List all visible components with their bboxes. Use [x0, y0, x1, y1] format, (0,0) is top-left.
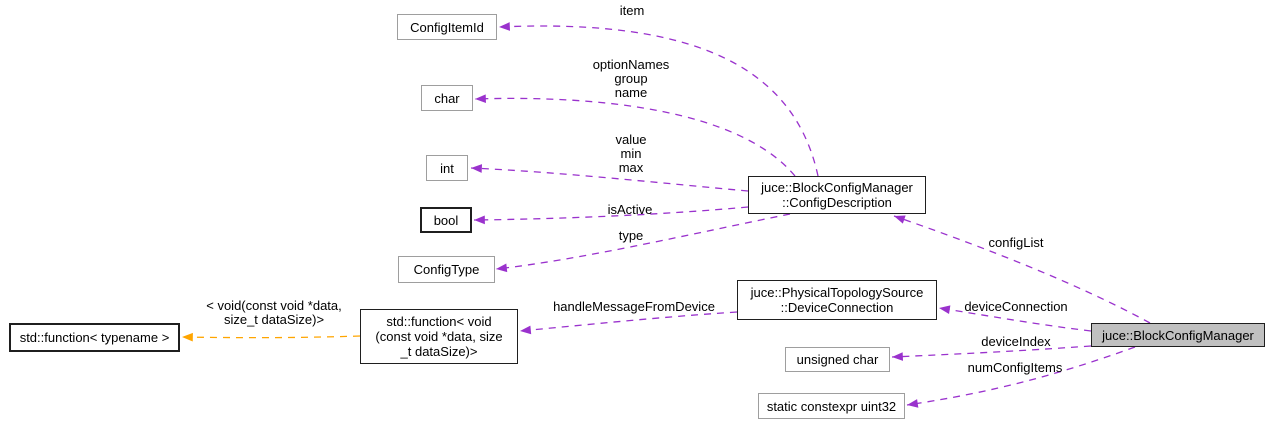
edge-label-isactive: isActive	[607, 202, 653, 217]
edge-value-min-max	[470, 164, 749, 192]
node-configdescription[interactable]: juce::BlockConfigManager ::ConfigDescrip…	[748, 176, 926, 214]
node-blockconfigmanager[interactable]: juce::BlockConfigManager	[1091, 323, 1265, 347]
node-char: char	[421, 85, 473, 111]
edge-label-deviceconnection: deviceConnection	[964, 299, 1068, 314]
node-std-function-typename[interactable]: std::function< typename >	[9, 323, 180, 352]
edge-label-configlist: configList	[988, 235, 1044, 250]
node-std-function-void[interactable]: std::function< void (const void *data, s…	[360, 309, 518, 364]
edge-label-item: item	[619, 3, 645, 18]
node-int: int	[426, 155, 468, 181]
edge-label-type: type	[618, 228, 644, 243]
edge-deviceconnection	[938, 305, 1092, 332]
edge-template-instantiation	[181, 332, 361, 342]
node-configtype: ConfigType	[398, 256, 495, 283]
edge-optionnames-group-name	[474, 94, 796, 177]
node-deviceconnection[interactable]: juce::PhysicalTopologySource ::DeviceCon…	[737, 280, 937, 320]
node-configitemid: ConfigItemId	[397, 14, 497, 40]
edge-numconfigitems	[906, 346, 1136, 408]
edge-type	[495, 213, 791, 273]
node-bool[interactable]: bool	[420, 207, 472, 233]
edge-label-value-min-max: value min max	[615, 132, 647, 175]
edge-label-deviceindex: deviceIndex	[981, 334, 1051, 349]
node-unsigned-char: unsigned char	[785, 347, 890, 372]
node-static-constexpr-uint32: static constexpr uint32	[758, 393, 905, 419]
edge-isactive	[473, 206, 749, 225]
edge-label-handlemessagefromdevice: handleMessageFromDevice	[553, 299, 715, 314]
edge-label-template-args: < void(const void *data, size_t dataSize…	[206, 298, 342, 327]
edge-handlemessagefromdevice	[519, 311, 738, 335]
edge-label-optionnames-group-name: optionNames group name	[592, 57, 670, 100]
edge-item	[498, 22, 819, 177]
edge-deviceindex	[891, 345, 1092, 361]
edge-label-numconfigitems: numConfigItems	[967, 360, 1063, 375]
